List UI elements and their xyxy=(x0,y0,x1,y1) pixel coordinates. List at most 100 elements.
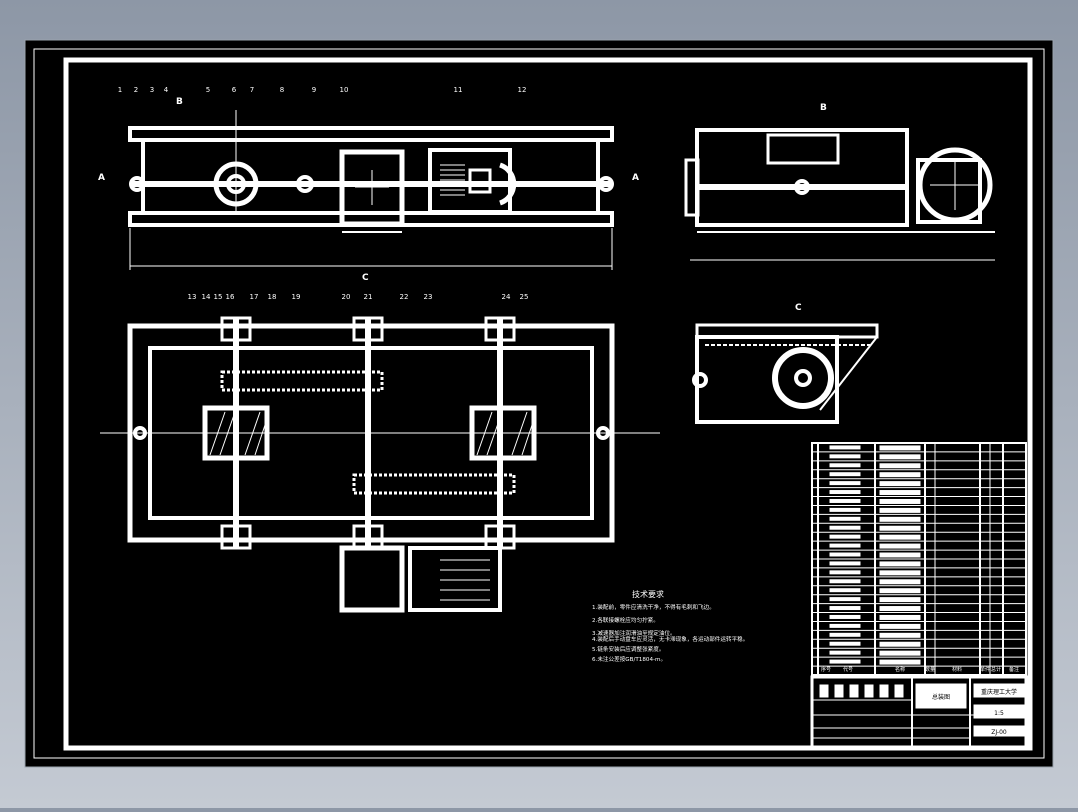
parts-list-code xyxy=(829,552,861,557)
parts-list-entry xyxy=(879,614,921,620)
parts-list-entry xyxy=(879,632,921,638)
parts-list xyxy=(811,442,1027,676)
parts-list-entry xyxy=(879,516,921,522)
parts-list-entry xyxy=(879,597,921,603)
callout-24: 24 xyxy=(502,293,511,301)
tech-req-heading: 技术要求 xyxy=(632,589,664,599)
section-marks: A A B B C C xyxy=(98,97,827,313)
callout-4: 4 xyxy=(164,86,169,94)
callout-6: 6 xyxy=(232,86,237,94)
tech-req-line-3: 3.减速器加注润滑油至规定油位。 xyxy=(592,629,676,637)
drawing-border xyxy=(33,48,1045,759)
parts-list-entry xyxy=(879,659,921,665)
parts-list-entry xyxy=(879,641,921,647)
callout-1: 1 xyxy=(118,86,122,94)
parts-list-code xyxy=(829,498,861,503)
tech-req-line-6: 6.未注公差按GB/T1804-m。 xyxy=(592,655,666,663)
parts-list-entry xyxy=(879,623,921,629)
parts-list-entry xyxy=(879,445,921,451)
front-motor xyxy=(339,149,405,227)
parts-list-code xyxy=(829,606,861,611)
callout-9: 9 xyxy=(312,86,316,94)
parts-list-entry xyxy=(879,472,921,478)
parts-list-entry xyxy=(879,606,921,612)
parts-list-entry xyxy=(879,650,921,656)
parts-list-code xyxy=(829,507,861,512)
callout-14: 14 xyxy=(202,293,211,301)
parts-list-entry xyxy=(879,463,921,469)
header-unit: 单件 xyxy=(980,666,990,673)
parts-list-code xyxy=(829,632,861,637)
parts-list-entry xyxy=(879,579,921,585)
section-mark-b-top: B xyxy=(176,97,183,107)
tech-req-line-5: 5.链条安装后应调整张紧度。 xyxy=(592,645,664,653)
section-view xyxy=(692,323,879,424)
header-name: 名称 xyxy=(895,666,905,673)
parts-list-code xyxy=(829,650,861,655)
callout-23: 23 xyxy=(424,293,433,301)
parts-list-code xyxy=(829,445,861,450)
tech-req-line-4: 4.装配后手动盘车应灵活，无卡滞现象，各运动部件运转平稳。 xyxy=(592,635,748,643)
drawing-number: ZJ-00 xyxy=(991,729,1007,736)
tech-req-line-2: 2.各联接螺栓应均匀拧紧。 xyxy=(592,616,659,624)
front-view-fins xyxy=(129,110,613,270)
section-mark-c-top: C xyxy=(795,303,802,313)
model-space-background xyxy=(24,39,1054,768)
parts-list-code xyxy=(829,614,861,619)
front-reducer xyxy=(428,148,512,214)
callout-11: 11 xyxy=(454,86,463,94)
technical-requirements: 技术要求 1.装配前，零件应清洗干净，不得有毛刺和飞边。 2.各联接螺栓应均匀拧… xyxy=(592,589,748,663)
plan-motor xyxy=(339,545,405,613)
parts-list-entry xyxy=(879,481,921,487)
callout-12: 12 xyxy=(518,86,527,94)
parts-list-code xyxy=(829,516,861,521)
parts-list-entry xyxy=(879,454,921,460)
parts-list-code xyxy=(829,534,861,539)
callout-19: 19 xyxy=(292,293,301,301)
tech-req-line-1: 1.装配前，零件应清洗干净，不得有毛刺和飞边。 xyxy=(592,603,715,611)
callout-8: 8 xyxy=(280,86,284,94)
side-view-dims xyxy=(690,160,995,261)
callout-18: 18 xyxy=(268,293,277,301)
section-mark-b-side: B xyxy=(820,103,827,113)
callout-10: 10 xyxy=(340,86,349,94)
title-block xyxy=(810,675,1028,751)
parts-list-code xyxy=(829,641,861,646)
callout-15: 15 xyxy=(214,293,223,301)
callout-5: 5 xyxy=(206,86,210,94)
plan-view-hatch xyxy=(100,411,660,601)
callout-16: 16 xyxy=(226,293,235,301)
plan-callouts: 13 14 15 16 17 18 19 20 21 22 23 24 25 xyxy=(188,293,529,301)
parts-list-entry xyxy=(879,552,921,558)
parts-list-header: 序号 代号 名称 数量 材料 单件 总计 备注 xyxy=(821,666,1019,673)
parts-list-entry xyxy=(879,534,921,540)
front-callouts: 1 2 3 4 5 6 7 8 9 10 11 12 xyxy=(118,86,527,94)
drawing-frame xyxy=(63,57,1033,751)
header-code: 代号 xyxy=(843,666,853,673)
header-index: 序号 xyxy=(821,666,831,673)
plan-reducer xyxy=(408,546,502,612)
parts-list-entry xyxy=(879,507,921,513)
parts-list-entry xyxy=(879,498,921,504)
callout-20: 20 xyxy=(342,293,351,301)
parts-list-entry xyxy=(879,570,921,576)
header-remark: 备注 xyxy=(1009,666,1019,673)
parts-list-code xyxy=(829,543,861,548)
header-material: 材料 xyxy=(952,666,962,673)
title-block-text: 总装图 重庆理工大学 1:5 ZJ-00 xyxy=(932,688,1017,736)
parts-list-code xyxy=(829,490,861,495)
parts-list-code xyxy=(829,454,861,459)
parts-list-code xyxy=(829,588,861,593)
section-mark-c-plan: C xyxy=(362,273,369,283)
parts-list-code xyxy=(829,472,861,477)
parts-list-code xyxy=(829,579,861,584)
parts-list-entry xyxy=(879,588,921,594)
callout-2: 2 xyxy=(134,86,138,94)
callout-25: 25 xyxy=(520,293,529,301)
callout-22: 22 xyxy=(400,293,409,301)
parts-list-code xyxy=(829,659,861,664)
parts-list-entry xyxy=(879,561,921,567)
plan-view-chains xyxy=(220,370,516,495)
parts-list-code xyxy=(829,481,861,486)
